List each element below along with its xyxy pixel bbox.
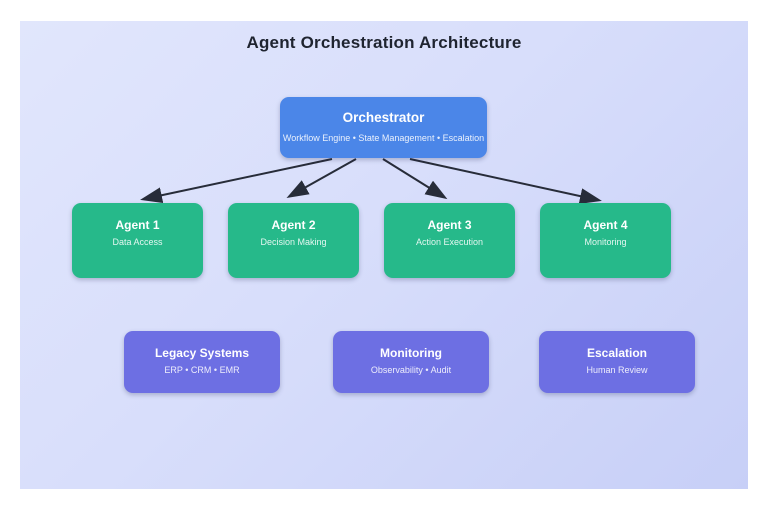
agent-4-node: Agent 4 Monitoring (540, 203, 671, 278)
agent-3-subtitle: Action Execution (415, 237, 484, 247)
agent-2-node: Agent 2 Decision Making (228, 203, 359, 278)
agent-1-subtitle: Data Access (112, 237, 163, 247)
orchestrator-node: Orchestrator Workflow Engine • State Man… (280, 97, 487, 158)
legacy-systems-subtitle: ERP • CRM • EMR (164, 365, 240, 375)
page-title: Agent Orchestration Architecture (246, 33, 522, 52)
agent-4-title: Agent 4 (583, 218, 628, 232)
monitoring-node: Monitoring Observability • Audit (333, 331, 489, 393)
escalation-title: Escalation (586, 346, 648, 360)
escalation-node: Escalation Human Review (539, 331, 695, 393)
legacy-systems-node: Legacy Systems ERP • CRM • EMR (124, 331, 280, 393)
orchestrator-subtitle: Workflow Engine • State Management • Esc… (282, 133, 485, 143)
legacy-systems-title: Legacy Systems (154, 346, 250, 360)
agent-2-subtitle: Decision Making (260, 237, 327, 247)
escalation-subtitle: Human Review (586, 365, 648, 375)
agent-2-title: Agent 2 (271, 218, 316, 232)
agent-1-title: Agent 1 (115, 218, 160, 232)
agent-4-subtitle: Monitoring (584, 237, 627, 247)
agent-3-title: Agent 3 (427, 218, 472, 232)
monitoring-title: Monitoring (380, 346, 442, 360)
agent-3-node: Agent 3 Action Execution (384, 203, 515, 278)
orchestrator-title: Orchestrator (342, 110, 425, 125)
agent-1-node: Agent 1 Data Access (72, 203, 203, 278)
monitoring-subtitle: Observability • Audit (370, 365, 452, 375)
